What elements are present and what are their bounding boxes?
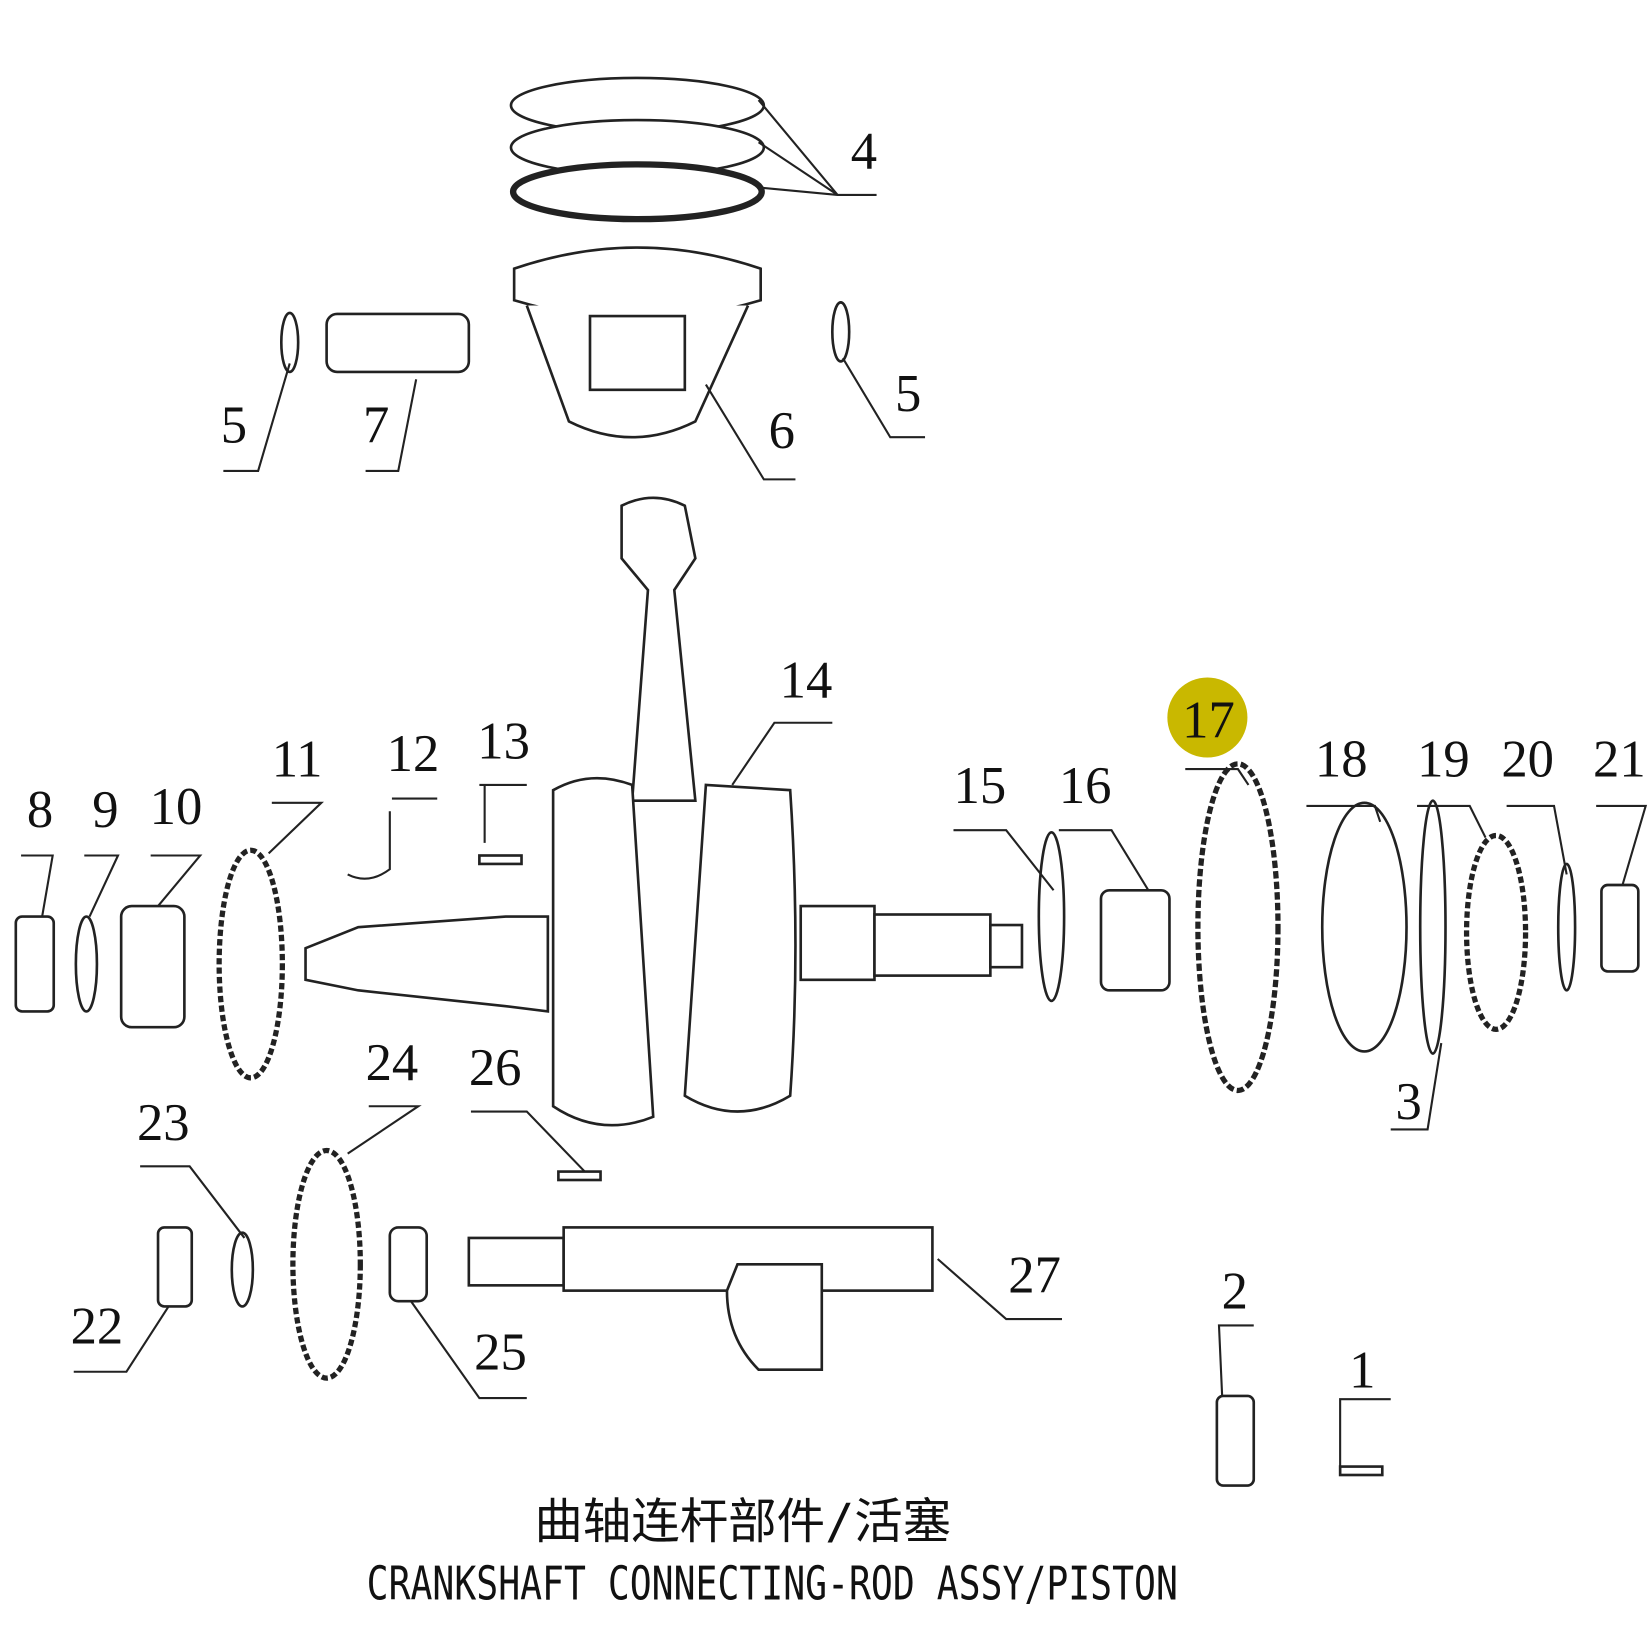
part-label[interactable]: 18 xyxy=(1315,730,1368,788)
part-label[interactable]: 4 xyxy=(851,123,877,181)
washer-23 xyxy=(230,1231,255,1308)
key-12 xyxy=(347,811,391,880)
part-label[interactable]: 11 xyxy=(272,730,323,788)
part-label[interactable]: 26 xyxy=(469,1039,522,1097)
part-label[interactable]: 1 xyxy=(1349,1342,1375,1400)
leader-lines xyxy=(21,99,1648,1467)
nut-2 xyxy=(1215,1394,1256,1487)
piston-pin xyxy=(325,312,471,374)
part-labels: 4 5 7 6 5 14 17 18 19 20 21 8 9 10 11 12… xyxy=(27,123,1646,1400)
part-label[interactable]: 3 xyxy=(1395,1073,1421,1131)
collar-25 xyxy=(388,1226,429,1303)
circlip-left xyxy=(279,311,300,374)
part-label[interactable]: 7 xyxy=(363,397,389,455)
part-label[interactable]: 20 xyxy=(1501,730,1554,788)
part-label[interactable]: 19 xyxy=(1417,730,1470,788)
nut-22 xyxy=(156,1226,194,1308)
crankshaft xyxy=(304,776,1024,1127)
part-label[interactable]: 8 xyxy=(27,781,53,839)
gear-19 xyxy=(1463,832,1529,1032)
nut-21 xyxy=(1600,883,1640,973)
part-label[interactable]: 5 xyxy=(895,365,921,423)
washer-15 xyxy=(1037,831,1066,1003)
part-label[interactable]: 2 xyxy=(1222,1263,1248,1321)
connecting-rod xyxy=(620,496,697,803)
part-label[interactable]: 23 xyxy=(137,1094,190,1152)
key-26 xyxy=(557,1170,602,1182)
part-label[interactable]: 5 xyxy=(221,397,247,455)
part-label[interactable]: 14 xyxy=(780,651,833,709)
part-label[interactable]: 16 xyxy=(1059,757,1112,815)
part-label[interactable]: 22 xyxy=(71,1297,124,1355)
part-label[interactable]: 6 xyxy=(769,402,795,460)
gear-11 xyxy=(216,847,285,1081)
gear-10 xyxy=(119,904,186,1029)
part-label[interactable]: 27 xyxy=(1008,1247,1061,1305)
part-label[interactable]: 10 xyxy=(150,778,203,836)
bearing-16 xyxy=(1099,888,1171,992)
gear-24 xyxy=(290,1147,363,1381)
key-1 xyxy=(1338,1465,1384,1477)
caption-english: CRANKSHAFT CONNECTING-ROD ASSY/PISTON xyxy=(367,1556,1178,1610)
washer-3 xyxy=(1418,799,1447,1055)
clutch-18 xyxy=(1320,801,1408,1053)
part-label[interactable]: 25 xyxy=(474,1324,527,1382)
piston xyxy=(512,246,762,439)
caption-chinese: 曲轴连杆部件/活塞 xyxy=(534,1494,951,1550)
gear-17 xyxy=(1195,761,1281,1094)
balancer-shaft-27 xyxy=(467,1226,934,1371)
washer-20 xyxy=(1556,862,1577,992)
part-label-highlighted[interactable]: 17 xyxy=(1182,692,1235,750)
part-label[interactable]: 21 xyxy=(1593,730,1646,788)
circlip-right xyxy=(831,301,851,363)
part-label[interactable]: 13 xyxy=(477,713,530,771)
highlight-marker xyxy=(1167,677,1248,758)
washer-9 xyxy=(74,915,99,1013)
part-label[interactable]: 9 xyxy=(92,781,118,839)
key-13 xyxy=(478,854,523,866)
nut-8 xyxy=(14,915,56,1013)
part-label[interactable]: 24 xyxy=(366,1034,419,1092)
part-label[interactable]: 15 xyxy=(953,757,1006,815)
part-label[interactable]: 12 xyxy=(387,725,440,783)
piston-rings xyxy=(509,76,766,223)
